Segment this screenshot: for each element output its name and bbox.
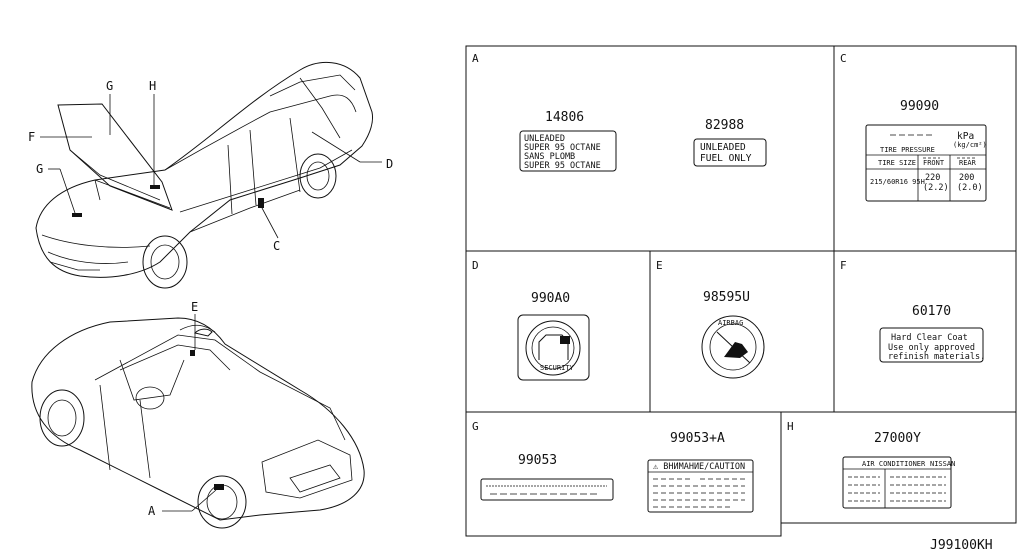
- air-conditioner-label: [842, 456, 952, 509]
- ac-header-right: NISSAN: [930, 460, 955, 468]
- clear-coat-line-2: Use only approved: [888, 343, 975, 353]
- callout-c: C: [273, 239, 280, 253]
- security-badge-text: SECURITY: [540, 364, 575, 372]
- callout-g-left: G: [36, 162, 43, 176]
- front-kgcm: (2.2): [923, 183, 949, 193]
- callout-g-top: G: [106, 79, 113, 93]
- top-car-illustration: [35, 61, 373, 289]
- rear-kgcm: (2.0): [957, 183, 983, 193]
- security-label: [517, 314, 590, 381]
- section-a: A 14806 UNLEADED SUPER 95 OCTANE SANS PL…: [472, 52, 767, 172]
- tire-size-value: 215/60R16 95H: [870, 178, 925, 186]
- label-14806-line-2: SUPER 95 OCTANE: [524, 143, 601, 153]
- ac-header-left: AIR CONDITIONER: [862, 460, 926, 468]
- label-grid: [465, 45, 1017, 537]
- callout-d: D: [386, 157, 393, 171]
- section-f: F 60170 Hard Clear Coat Use only approve…: [840, 259, 985, 363]
- fuel-label-82988: [693, 138, 767, 167]
- part-number-27000y: 27000Y: [874, 431, 921, 446]
- part-number-990a0: 990A0: [531, 291, 570, 306]
- engine-oil-label: [480, 478, 614, 501]
- part-number-14806: 14806: [545, 110, 584, 125]
- caution-title: ⚠ ВНИМАНИЕ/CAUTION: [653, 462, 745, 472]
- label-82988-line-2: FUEL ONLY: [700, 153, 752, 164]
- part-number-99053: 99053: [518, 453, 557, 468]
- unit-kgcm: (kg/cm²): [953, 141, 987, 149]
- clear-coat-label: [879, 327, 984, 363]
- front-kpa: 220: [925, 173, 940, 183]
- unit-kpa: kPa: [957, 131, 974, 142]
- bottom-car-callouts: E A: [148, 300, 217, 518]
- section-letter-e: E: [656, 259, 663, 272]
- rear-kpa: 200: [959, 173, 974, 183]
- bottom-car-illustration: [31, 317, 365, 529]
- col-tire-size: TIRE SIZE: [878, 159, 916, 167]
- clear-coat-line-1: Hard Clear Coat: [891, 333, 968, 343]
- section-d: D 990A0 SECURITY: [472, 259, 590, 381]
- col-front: FRONT: [923, 159, 945, 167]
- section-letter-h: H: [787, 420, 794, 433]
- section-letter-f: F: [840, 259, 847, 272]
- label-14806-line-4: SUPER 95 OCTANE: [524, 161, 601, 171]
- callout-h: H: [149, 79, 156, 93]
- label-14806-line-1: UNLEADED: [524, 134, 565, 144]
- section-letter-d: D: [472, 259, 479, 272]
- section-g: G 99053 99053+A ⚠ ВНИМАНИЕ/CAUTION: [472, 420, 754, 513]
- part-number-98595u: 98595U: [703, 290, 750, 305]
- diagram-code: J99100KH: [930, 538, 993, 553]
- section-letter-a: A: [472, 52, 479, 65]
- part-number-99090: 99090: [900, 99, 939, 114]
- section-e: E 98595U AIRBAG: [656, 259, 765, 379]
- col-rear: REAR: [959, 159, 977, 167]
- section-h: H 27000Y AIR CONDITIONER NISSAN: [787, 420, 955, 509]
- top-car-callouts: G H F G D C: [28, 79, 393, 253]
- fuel-label-14806: [519, 130, 617, 172]
- airbag-badge-text: AIRBAG: [718, 319, 743, 327]
- part-number-82988: 82988: [705, 118, 744, 133]
- section-letter-g: G: [472, 420, 479, 433]
- part-number-99053-a: 99053+A: [670, 431, 725, 446]
- section-c: C 99090 kPa (kg/cm²) TIRE PRESSURE TIRE …: [840, 52, 987, 202]
- label-14806-line-3: SANS PLOMB: [524, 152, 575, 162]
- section-letter-c: C: [840, 52, 847, 65]
- airbag-label: [701, 315, 765, 379]
- callout-f: F: [28, 130, 35, 144]
- tire-pressure-title: TIRE PRESSURE: [880, 146, 935, 154]
- label-82988-line-1: UNLEADED: [700, 142, 746, 153]
- tire-pressure-label: [865, 124, 987, 202]
- caution-label: [647, 459, 754, 513]
- part-number-60170: 60170: [912, 304, 951, 319]
- callout-a: A: [148, 504, 156, 518]
- callout-e: E: [191, 300, 198, 314]
- car-seat-icon: [538, 334, 569, 360]
- clear-coat-line-3: refinish materials.: [888, 352, 985, 362]
